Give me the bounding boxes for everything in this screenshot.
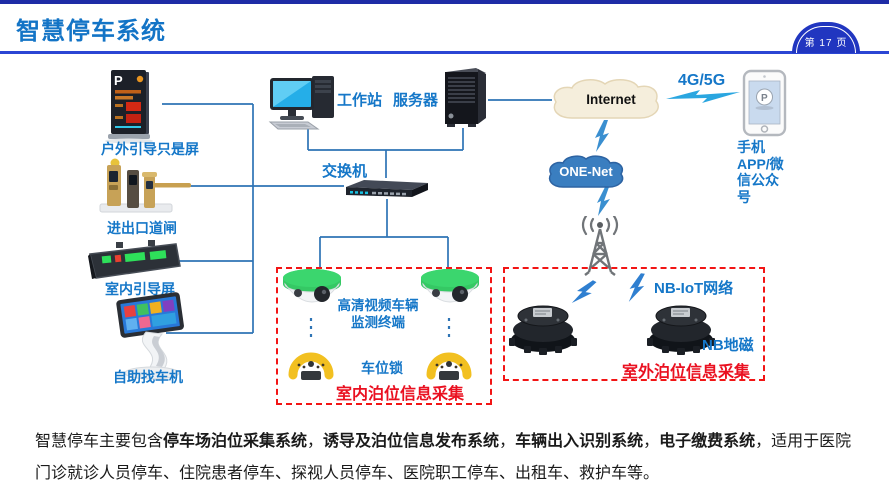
header-top-bar — [0, 0, 889, 4]
outdoor-collection-box — [503, 267, 765, 381]
bolt-4g5g — [666, 90, 740, 103]
caption-seg-bold: 停车场泊位采集系统 — [163, 433, 308, 450]
caption: 智慧停车主要包含停车场泊位采集系统，诱导及泊位信息发布系统，车辆出入识别系统，电… — [35, 426, 859, 490]
phone-label-line1: 手机 — [737, 139, 765, 155]
parking-lock-icon — [426, 352, 472, 380]
caption-seg-bold: 车辆出入识别系统 — [515, 433, 644, 450]
antenna-tower-icon — [581, 216, 619, 276]
4g5g-label: 4G/5G — [678, 72, 726, 89]
indoor-screen-label: 室内引导屏 — [105, 281, 175, 297]
camera-label-line2: 监测终端 — [351, 315, 405, 330]
indoor-box-title: 室内泊位信息采集 — [335, 386, 464, 403]
phone-label-line2: APP/微 — [737, 155, 784, 172]
server-label: 服务器 — [393, 92, 439, 109]
entrance-exit-barrier-icon — [99, 158, 191, 213]
smartphone-icon: P — [742, 69, 787, 137]
camera-label: 高清视频车辆 监测终端 — [326, 297, 430, 331]
outdoor-box-title: 室外泊位信息采集 — [621, 364, 750, 381]
header-underline — [0, 51, 889, 54]
page-number-text: 第 17 页 — [804, 38, 848, 49]
network-switch-icon — [346, 180, 428, 197]
onenet-label: ONE-Net — [559, 164, 613, 179]
parking-lock-icon — [288, 352, 334, 380]
caption-seg: 智慧停车主要包含 — [35, 433, 164, 450]
nb-geomagnetic-sensor-icon — [647, 305, 715, 355]
outdoor-guidance-display-icon: P — [105, 70, 153, 144]
page-title: 智慧停车系统 — [16, 18, 166, 45]
workstation-label: 工作站 — [337, 92, 383, 109]
nb-geomagnetic-sensor-icon — [509, 305, 577, 355]
dome-camera-icon — [421, 269, 479, 303]
kiosk-label: 自助找车机 — [113, 369, 183, 385]
display-p-glyph: P — [114, 73, 123, 88]
indoor-guidance-screen-icon — [88, 240, 181, 279]
self-service-kiosk-icon — [116, 292, 184, 380]
camera-label-line1: 高清视频车辆 — [337, 298, 419, 313]
phone-label-line4: 号 — [737, 188, 751, 205]
workstation-icon — [268, 76, 334, 130]
bolt-tower-right-disc — [628, 273, 645, 302]
caption-seg: ，适用于医院门诊就诊人员停车、住院患者停车、探视人员停车、医院职工停车、出租车、… — [35, 433, 852, 482]
dome-camera-icon — [283, 269, 341, 303]
caption-seg: ， — [499, 433, 516, 450]
internet-label: Internet — [586, 92, 636, 107]
caption-seg: ， — [307, 433, 324, 450]
switch-label: 交换机 — [322, 163, 368, 180]
lock-label: 车位锁 — [361, 360, 403, 376]
phone-label-line3: 信公众 — [737, 172, 779, 188]
nbiot-network-label: NB-IoT网络 — [654, 280, 734, 297]
nb-magnet-label: NB地磁 — [702, 337, 754, 354]
caption-seg-bold: 电子缴费系统 — [659, 433, 756, 450]
barrier-gate-label: 进出口道闸 — [107, 220, 177, 236]
bolt-internet-onenet — [595, 120, 609, 152]
phone-app-label: 手机 APP/微 信公众 号 — [737, 139, 797, 205]
phone-logo-p: P — [761, 93, 768, 104]
caption-seg: ， — [643, 433, 660, 450]
outdoor-display-label: 户外引导只是屏 — [101, 141, 199, 157]
internet-cloud-icon — [553, 79, 659, 119]
indoor-collection-box — [276, 267, 492, 405]
bolt-onenet-tower — [597, 187, 610, 216]
server-icon — [445, 68, 486, 127]
onenet-cloud-icon — [548, 155, 624, 188]
bolt-tower-left-disc — [571, 280, 597, 303]
caption-seg-bold: 诱导及泊位信息发布系统 — [323, 433, 500, 450]
